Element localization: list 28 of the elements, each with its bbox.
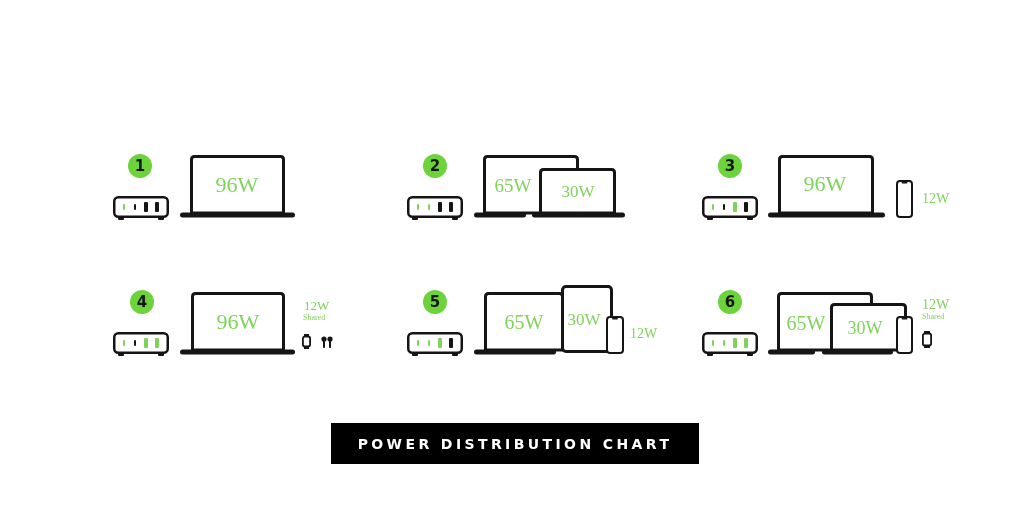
number-badge: 1	[128, 154, 152, 178]
wattage-label: 65W	[504, 312, 544, 332]
laptop	[180, 155, 295, 218]
wattage-label: 65W	[786, 313, 826, 333]
note-text: Shared	[303, 314, 326, 322]
laptop	[474, 292, 564, 355]
wattage-label: 12W	[922, 298, 950, 312]
wattage-label: 12W	[630, 327, 658, 341]
number-badge: 3	[718, 154, 742, 178]
wattage-label: 12W	[922, 192, 950, 206]
wattage-label: 96W	[215, 174, 259, 196]
title-banner: POWER DISTRIBUTION CHART	[331, 423, 699, 464]
number-badge: 2	[423, 154, 447, 178]
wattage-label: 65W	[494, 175, 532, 195]
wattage-label: 30W	[847, 319, 883, 337]
number-badge: 5	[423, 290, 447, 314]
wattage-label: 30W	[561, 182, 595, 200]
number-badge: 6	[718, 290, 742, 314]
wattage-label: 96W	[216, 311, 260, 333]
wattage-label: 12W	[304, 298, 330, 312]
note-text: Shared	[922, 313, 945, 321]
number-badge: 4	[130, 290, 154, 314]
wattage-label: 30W	[567, 310, 601, 328]
laptop	[180, 292, 295, 355]
tablet	[561, 285, 613, 353]
wattage-label: 96W	[803, 173, 847, 195]
laptop	[768, 155, 885, 218]
laptop	[532, 168, 625, 218]
